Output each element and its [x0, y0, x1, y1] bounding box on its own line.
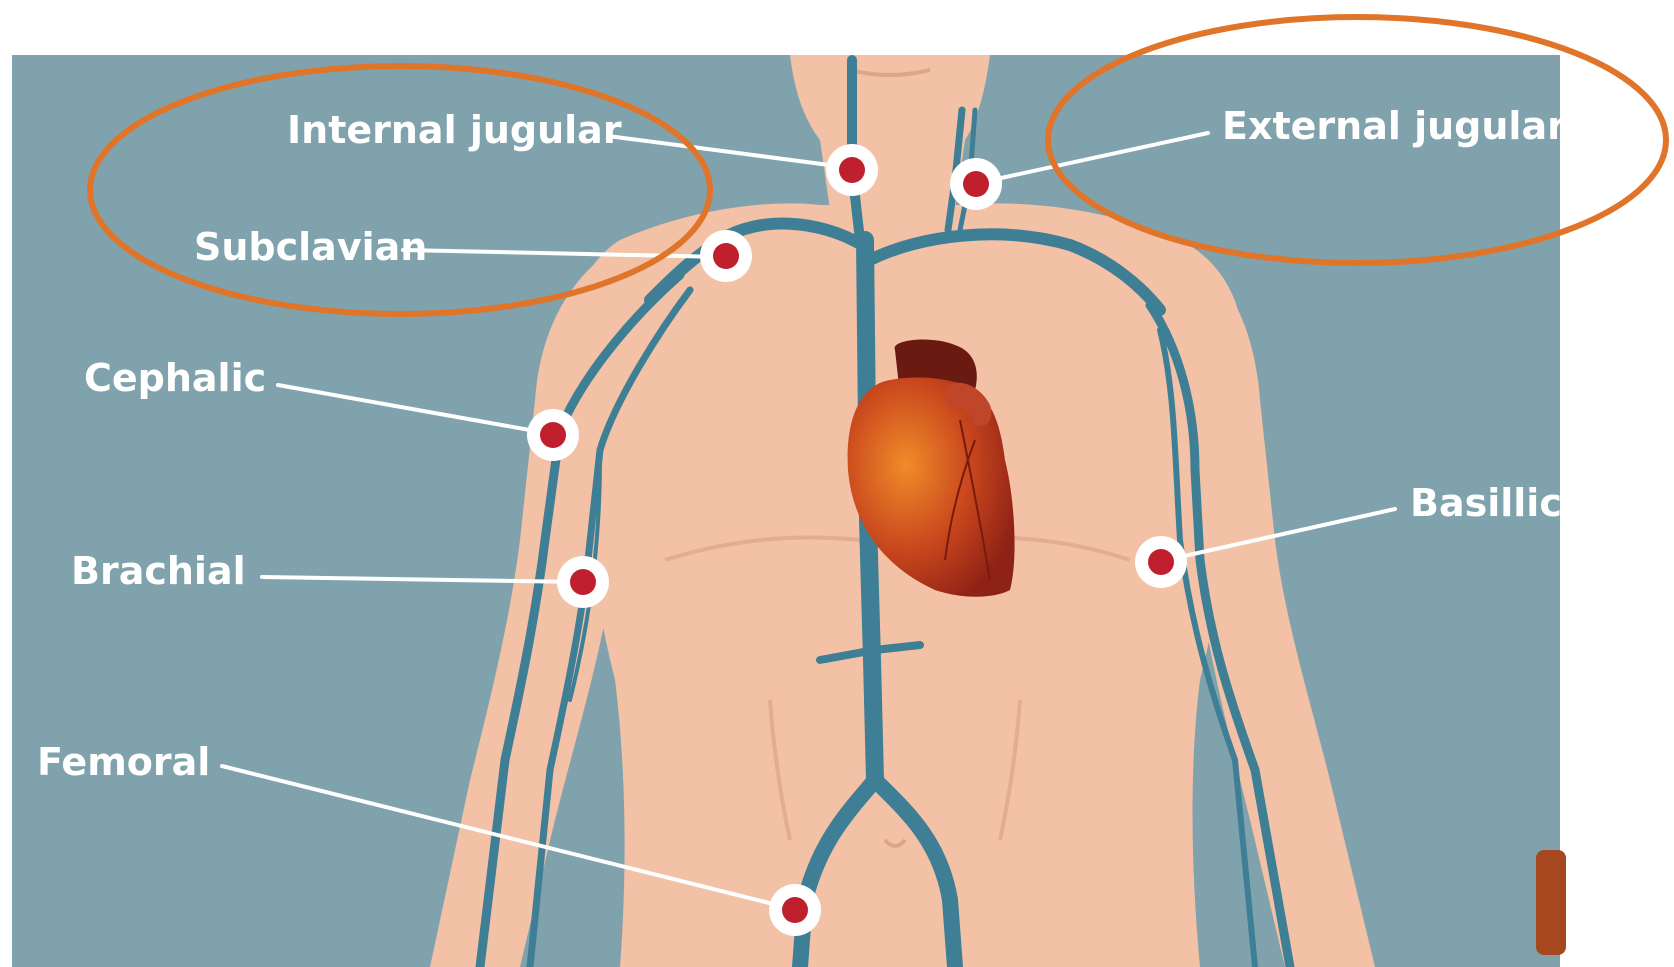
label-cephalic: Cephalic	[84, 359, 266, 397]
label-brachial: Brachial	[71, 552, 246, 590]
marker-dot	[839, 157, 865, 183]
label-subclavian: Subclavian	[194, 228, 427, 266]
label-basillic: Basillic	[1410, 484, 1562, 522]
marker-subclavian[interactable]	[700, 230, 752, 282]
marker-femoral[interactable]	[769, 884, 821, 936]
label-internal-jugular: Internal jugular	[287, 111, 622, 149]
label-external-jugular: External jugular	[1222, 107, 1566, 145]
marker-dot	[782, 897, 808, 923]
marker-dot	[570, 569, 596, 595]
marker-internal-jugular[interactable]	[826, 144, 878, 196]
marker-dot	[1148, 549, 1174, 575]
marker-cephalic[interactable]	[527, 409, 579, 461]
marker-dot	[963, 171, 989, 197]
marker-dot	[713, 243, 739, 269]
label-femoral: Femoral	[37, 743, 210, 781]
marker-brachial[interactable]	[557, 556, 609, 608]
marker-external-jugular[interactable]	[950, 158, 1002, 210]
marker-basillic[interactable]	[1135, 536, 1187, 588]
edge-tab	[1536, 850, 1566, 955]
marker-dot	[540, 422, 566, 448]
